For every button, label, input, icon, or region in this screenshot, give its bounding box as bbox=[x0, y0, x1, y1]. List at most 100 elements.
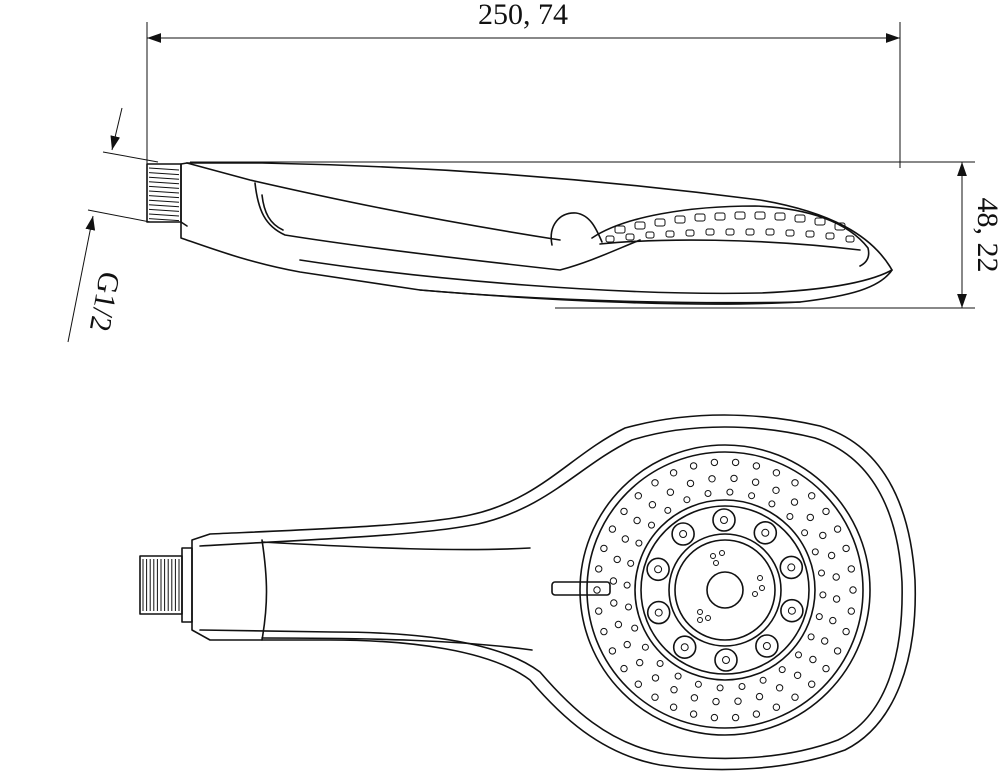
nozzle bbox=[631, 624, 639, 632]
height-label: 48, 22 bbox=[971, 198, 1000, 273]
nozzle bbox=[664, 506, 672, 514]
nozzle bbox=[775, 684, 784, 692]
nozzle bbox=[636, 658, 644, 667]
side-nozzle bbox=[754, 211, 766, 220]
side-thread-connector bbox=[146, 163, 182, 223]
nozzle-large bbox=[672, 635, 697, 660]
thread-line bbox=[148, 213, 180, 217]
nozzle bbox=[819, 531, 827, 540]
nozzle-large bbox=[646, 557, 670, 582]
nozzle bbox=[808, 680, 816, 688]
nozzle bbox=[726, 488, 734, 496]
nozzle bbox=[778, 666, 786, 674]
nozzle bbox=[669, 703, 678, 711]
nozzle bbox=[832, 595, 841, 603]
thread-line bbox=[148, 181, 180, 185]
nozzle bbox=[593, 586, 601, 594]
nozzle bbox=[849, 586, 857, 594]
nozzle bbox=[827, 551, 836, 560]
nozzle bbox=[818, 569, 825, 577]
nozzle bbox=[623, 581, 631, 589]
nozzle bbox=[832, 573, 840, 581]
side-nozzle bbox=[705, 228, 715, 236]
nozzle bbox=[842, 627, 850, 636]
thread-line bbox=[148, 208, 180, 212]
nozzle bbox=[614, 620, 623, 629]
nozzle-large-core bbox=[654, 608, 663, 617]
nozzle bbox=[708, 475, 716, 483]
side-view bbox=[146, 162, 893, 305]
front-view bbox=[139, 414, 917, 771]
nozzle bbox=[809, 655, 817, 664]
side-nozzle bbox=[685, 229, 695, 237]
nozzle bbox=[651, 479, 659, 487]
nozzle bbox=[689, 710, 698, 718]
nozzle bbox=[689, 462, 698, 470]
nozzle bbox=[806, 513, 814, 522]
nozzle-large bbox=[780, 598, 804, 623]
height-dimension: 48, 22 bbox=[190, 161, 1000, 309]
nozzle bbox=[710, 458, 719, 467]
nozzle bbox=[772, 703, 781, 711]
nozzle bbox=[786, 513, 794, 520]
nozzle bbox=[704, 490, 712, 497]
nozzle bbox=[670, 686, 678, 694]
side-nozzle bbox=[654, 218, 666, 227]
nozzle bbox=[633, 516, 641, 525]
side-nozzle bbox=[665, 230, 675, 238]
thread-line bbox=[148, 176, 180, 180]
nozzle-small bbox=[710, 553, 716, 559]
nozzle-large-core bbox=[720, 516, 728, 524]
side-nozzle bbox=[725, 228, 735, 236]
side-nozzle bbox=[634, 221, 646, 230]
nozzle bbox=[833, 525, 842, 533]
nozzle bbox=[716, 684, 724, 692]
thread-line bbox=[148, 204, 180, 208]
thread-line bbox=[148, 218, 180, 222]
nozzle bbox=[730, 474, 738, 483]
nozzle-large bbox=[646, 600, 671, 625]
side-nozzle bbox=[734, 211, 746, 220]
nozzle bbox=[634, 492, 642, 500]
nozzle-large-core bbox=[679, 530, 688, 538]
nozzle bbox=[620, 507, 628, 516]
nozzle bbox=[625, 603, 632, 611]
nozzle bbox=[710, 713, 719, 722]
nozzle bbox=[768, 500, 776, 508]
side-nozzle bbox=[605, 235, 615, 243]
nozzle bbox=[772, 469, 781, 477]
thread-line bbox=[148, 199, 180, 203]
nozzle-large bbox=[714, 648, 738, 672]
side-nozzle bbox=[774, 212, 786, 221]
thread-dimension: G1/2 bbox=[67, 107, 159, 343]
nozzle-small bbox=[697, 609, 703, 615]
nozzle bbox=[822, 507, 830, 516]
nozzle-large bbox=[779, 555, 804, 580]
nozzle-large-core bbox=[761, 528, 770, 537]
nozzle bbox=[656, 660, 664, 667]
nozzle bbox=[620, 664, 628, 673]
nozzle-large-core bbox=[787, 606, 796, 615]
nozzle bbox=[755, 692, 764, 701]
side-nozzle bbox=[785, 229, 795, 237]
nozzle bbox=[811, 548, 819, 556]
nozzle bbox=[690, 694, 699, 702]
nozzle-small bbox=[719, 550, 725, 556]
side-nozzle bbox=[825, 232, 835, 240]
front-thread-connector bbox=[139, 547, 193, 623]
nozzle bbox=[791, 479, 799, 487]
nozzle bbox=[608, 647, 617, 655]
nozzle-large bbox=[753, 520, 778, 545]
nozzle bbox=[683, 496, 691, 504]
side-nozzle bbox=[745, 228, 755, 236]
nozzle-small bbox=[757, 575, 763, 581]
nozzle bbox=[621, 535, 629, 543]
nozzle-large-core bbox=[654, 565, 663, 574]
nozzle-small bbox=[697, 617, 703, 623]
nozzle bbox=[669, 469, 678, 477]
nozzle bbox=[793, 671, 802, 679]
nozzle bbox=[648, 521, 655, 529]
thread-line bbox=[148, 195, 180, 199]
side-nozzle bbox=[625, 233, 635, 241]
nozzle bbox=[613, 555, 621, 564]
